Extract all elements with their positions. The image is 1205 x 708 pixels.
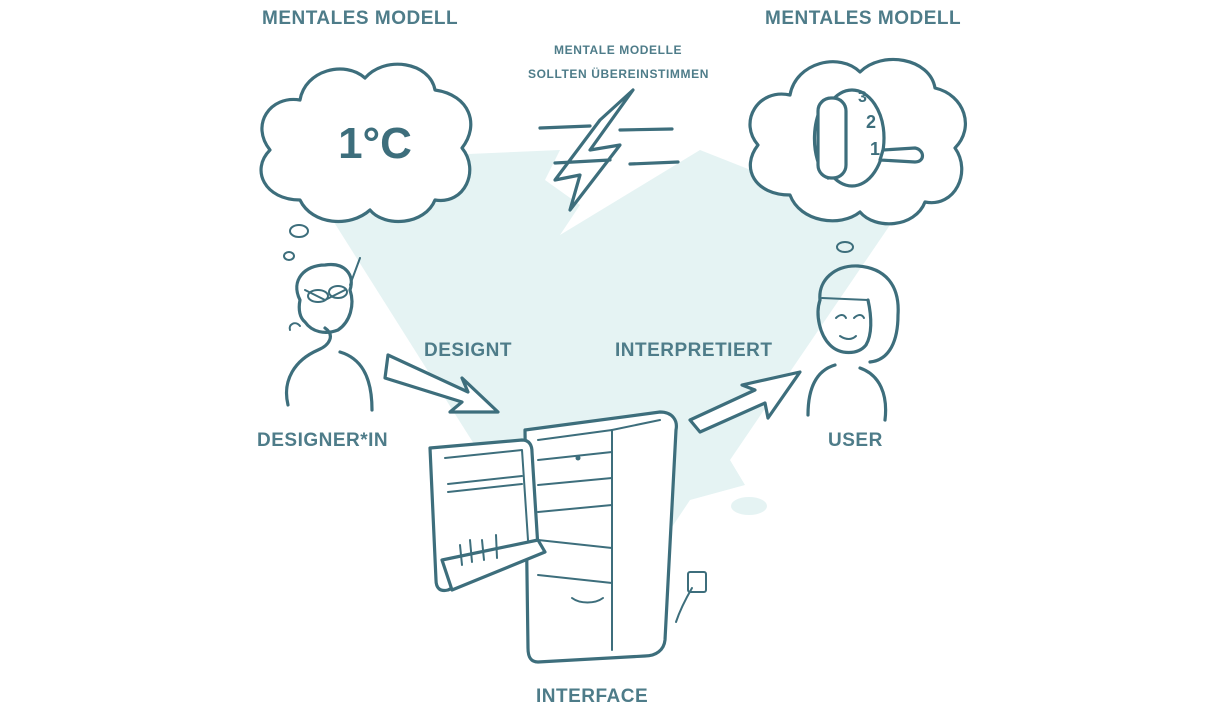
dial-number-1: 1 [870,139,880,159]
designs-label: DESIGNT [424,340,512,361]
mental-model-left-label: MENTALES MODELL [262,8,459,29]
thermostat-dial-icon: 3 2 1 [812,88,925,188]
background-triangle [320,150,890,620]
thought-cloud-icon-left [259,62,473,261]
arrow-icon-designs [383,353,500,414]
interprets-label: INTERPRETIERT [615,340,773,361]
interface-label: INTERFACE [536,686,649,707]
lightning-icon [538,88,680,212]
thought-bubble-dot [731,497,767,515]
designer-label: DESIGNER*IN [257,430,389,451]
user-label: USER [828,430,883,451]
temperature-value: 1°C [338,119,412,168]
note-line-1: MENTALE MODELLE [554,43,683,57]
mental-model-right-label: MENTALES MODELL [765,8,962,29]
note-line-2: SOLLTEN ÜBEREINSTIMMEN [528,67,709,81]
user-person-icon [806,264,900,422]
dial-number-2: 2 [866,112,876,132]
fridge-icon [428,410,707,664]
dial-number-3: 3 [858,89,867,106]
arrow-icon-interprets [688,370,802,434]
designer-person-icon [285,257,374,412]
